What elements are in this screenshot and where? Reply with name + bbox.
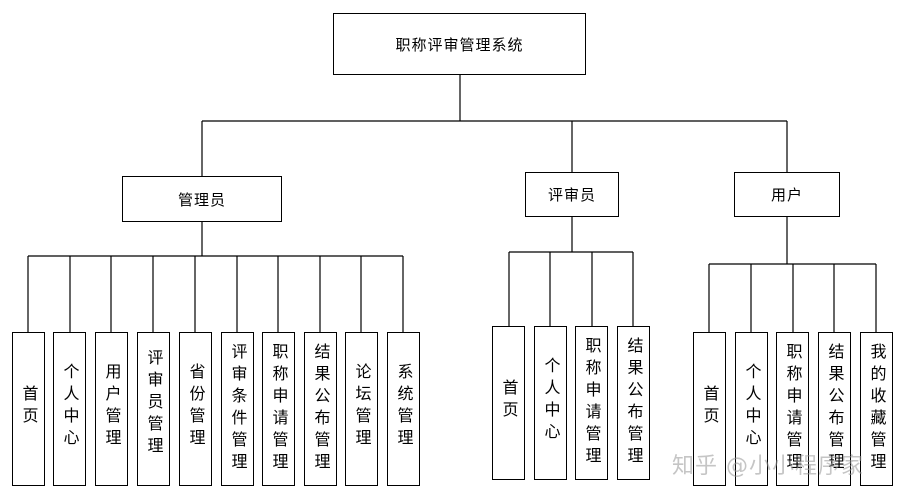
leaf-node: 个人中心 <box>534 326 567 480</box>
leaf-node: 评审员管理 <box>137 332 170 486</box>
leaf-node-label: 职称申请管理 <box>269 343 289 475</box>
leaf-node: 职称申请管理 <box>262 332 295 486</box>
leaf-node: 用户管理 <box>95 332 128 486</box>
group-node-label: 用户 <box>770 186 803 204</box>
leaf-node: 论坛管理 <box>345 332 378 486</box>
leaf-node-label: 系统管理 <box>394 363 414 451</box>
leaf-node-label: 首页 <box>700 385 720 429</box>
leaf-node: 首页 <box>693 332 726 486</box>
leaf-node-label: 结果公布管理 <box>311 343 331 475</box>
leaf-node: 评审条件管理 <box>221 332 254 486</box>
leaf-node-label: 首页 <box>499 379 519 423</box>
leaf-node-label: 论坛管理 <box>352 363 372 451</box>
leaf-node: 我的收藏管理 <box>860 332 893 486</box>
leaf-node: 个人中心 <box>53 332 86 486</box>
leaf-node-label: 评审员管理 <box>144 349 164 459</box>
leaf-node: 职称申请管理 <box>776 332 809 486</box>
leaf-node: 结果公布管理 <box>818 332 851 486</box>
leaf-node: 首页 <box>12 332 45 486</box>
leaf-node-label: 个人中心 <box>60 363 80 451</box>
watermark: 知乎 @小小程序家 <box>672 454 864 479</box>
group-node-label: 评审员 <box>547 186 596 204</box>
leaf-node: 结果公布管理 <box>617 326 650 480</box>
leaf-node-label: 首页 <box>19 385 39 429</box>
leaf-node-label: 我的收藏管理 <box>867 343 887 475</box>
leaf-node: 个人中心 <box>735 332 768 486</box>
leaf-node-label: 用户管理 <box>102 363 122 451</box>
leaf-node-label: 评审条件管理 <box>228 343 248 475</box>
leaf-node-label: 个人中心 <box>541 357 561 445</box>
group-node-user: 用户 <box>734 172 840 217</box>
group-node-reviewer: 评审员 <box>525 172 619 217</box>
root-node-label: 职称评审管理系统 <box>395 35 524 54</box>
leaf-node: 系统管理 <box>387 332 420 486</box>
leaf-node-label: 职称申请管理 <box>582 337 602 469</box>
leaf-node-label: 省份管理 <box>186 363 206 451</box>
leaf-node-label: 职称申请管理 <box>783 343 803 475</box>
leaf-node: 结果公布管理 <box>304 332 337 486</box>
leaf-node: 省份管理 <box>179 332 212 486</box>
group-node-label: 管理员 <box>177 190 226 209</box>
leaf-node-label: 结果公布管理 <box>624 337 644 469</box>
leaf-node: 职称申请管理 <box>575 326 608 480</box>
leaf-node-label: 个人中心 <box>742 363 762 451</box>
leaf-node: 首页 <box>492 326 525 480</box>
leaf-node-label: 结果公布管理 <box>825 343 845 475</box>
root-node: 职称评审管理系统 <box>333 13 586 75</box>
group-node-admin: 管理员 <box>122 176 282 222</box>
